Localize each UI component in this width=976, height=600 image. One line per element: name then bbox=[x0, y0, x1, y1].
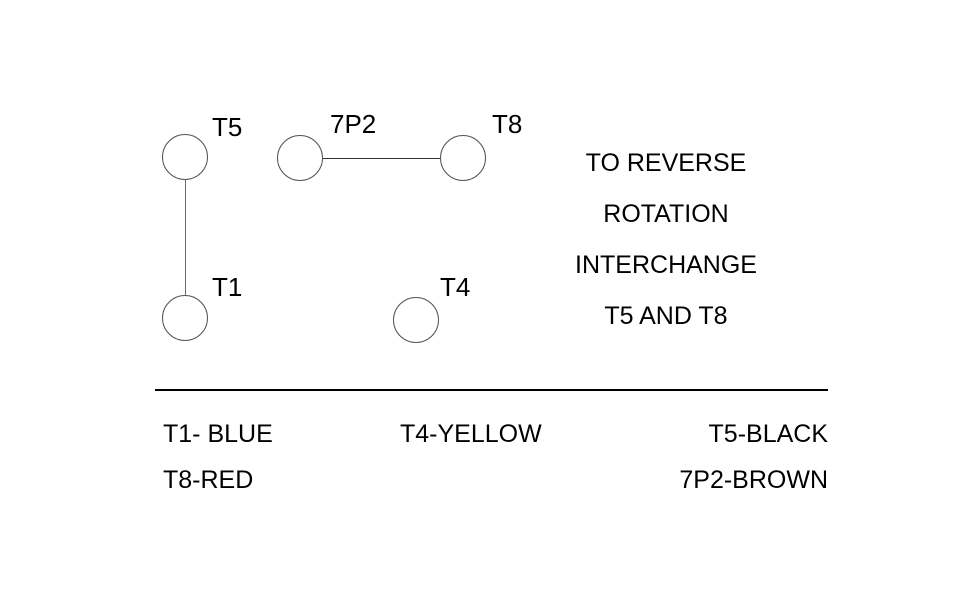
wire-t5-to-t1 bbox=[185, 180, 186, 296]
terminal-label-7p2: 7P2 bbox=[330, 109, 377, 139]
wire-7p2-to-t8 bbox=[323, 158, 441, 159]
legend-item-t5: T5-BLACK bbox=[708, 420, 828, 448]
note-line-2: ROTATION bbox=[603, 200, 729, 228]
legend-item-7p2: 7P2-BROWN bbox=[679, 466, 828, 494]
reverse-rotation-note: TO REVERSE ROTATION INTERCHANGE T5 AND T… bbox=[516, 138, 816, 342]
terminal-node-t4[interactable] bbox=[393, 297, 439, 343]
legend-item-t4: T4-YELLOW bbox=[400, 420, 542, 448]
terminal-node-t5[interactable] bbox=[162, 134, 208, 180]
note-line-4: T5 AND T8 bbox=[604, 302, 728, 330]
terminal-node-t1[interactable] bbox=[162, 295, 208, 341]
note-line-3: INTERCHANGE bbox=[575, 251, 757, 279]
terminal-node-t8[interactable] bbox=[440, 135, 486, 181]
terminal-label-t4: T4 bbox=[440, 272, 471, 302]
legend-item-t1: T1- BLUE bbox=[163, 420, 273, 448]
legend-item-t8: T8-RED bbox=[163, 466, 254, 494]
note-line-1: TO REVERSE bbox=[585, 149, 747, 177]
terminal-label-t1: T1 bbox=[212, 272, 243, 302]
terminal-node-7p2[interactable] bbox=[277, 135, 323, 181]
terminal-label-t5: T5 bbox=[212, 112, 243, 142]
section-divider bbox=[155, 389, 828, 391]
terminal-label-t8: T8 bbox=[492, 109, 523, 139]
